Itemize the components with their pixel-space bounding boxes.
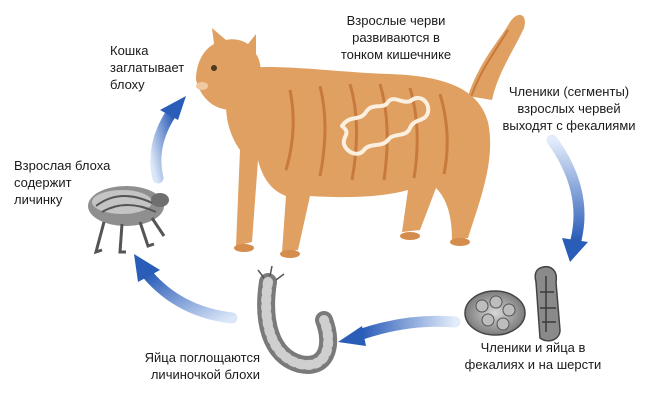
arrow-feces-to-larva (338, 321, 455, 346)
arrow-cat-to-feces (552, 140, 588, 262)
arrow-flea-to-cat (156, 96, 186, 178)
label-cat-swallows-flea: Кошка заглатывает блоху (110, 42, 184, 93)
label-segments-eggs: Членики и яйца в фекалиях и на шерсти (458, 339, 608, 373)
label-segments-exit: Членики (сегменты) взрослых червей выход… (496, 83, 642, 134)
arrow-larva-to-flea (134, 254, 232, 318)
label-adult-worms: Взрослые черви развиваются в тонком кише… (328, 12, 464, 63)
egg-capsule-icon (465, 291, 525, 335)
label-eggs-eaten: Яйца поглощаются личиночкой блохи (112, 349, 260, 383)
proglottid-icon (535, 267, 560, 341)
flea-larva-icon (258, 266, 328, 365)
label-adult-flea: Взрослая блоха содержит личинку (14, 157, 110, 208)
